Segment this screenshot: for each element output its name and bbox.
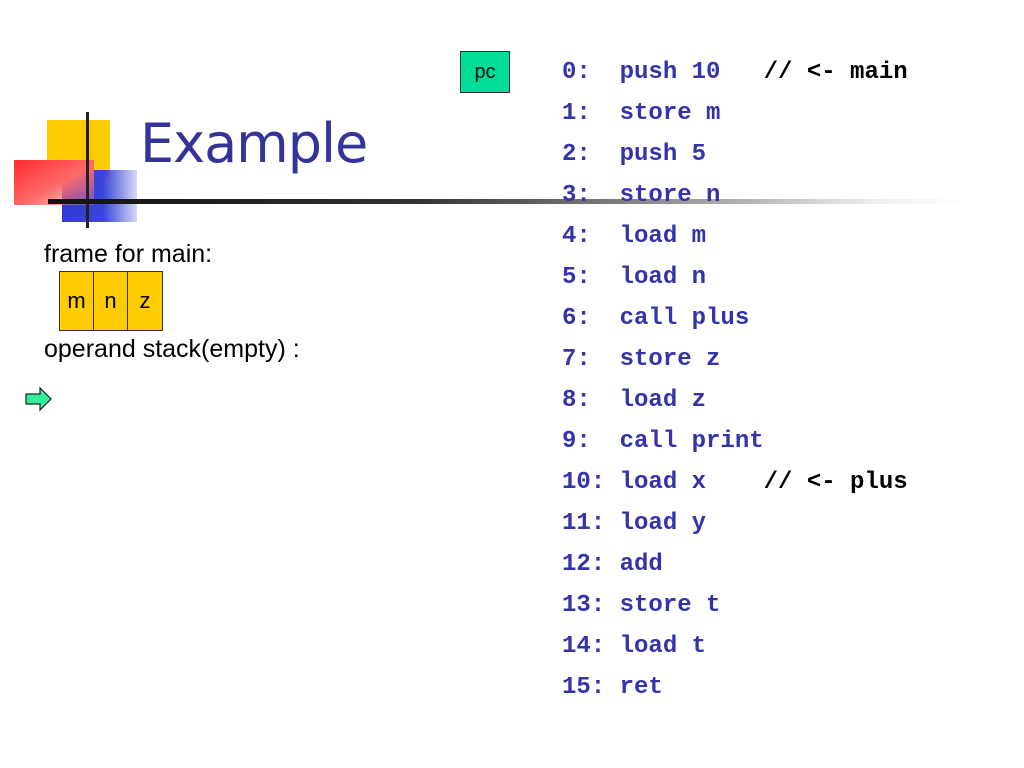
code-line: 3: store n xyxy=(562,175,908,216)
code-address: 15: xyxy=(562,674,620,701)
code-instruction: store z xyxy=(619,346,721,373)
code-line: 0: push 10 // <- main xyxy=(562,52,908,93)
code-line: 10: load x // <- plus xyxy=(562,462,908,503)
code-instruction: store m xyxy=(619,100,721,127)
frame-label: frame for main: xyxy=(44,240,213,268)
logo-vertical-line xyxy=(86,112,89,228)
frame-cell-n: n xyxy=(94,272,128,330)
operand-stack-label: operand stack(empty) : xyxy=(44,335,300,363)
code-line: 1: store m xyxy=(562,93,908,134)
code-address: 14: xyxy=(562,633,620,660)
code-line: 13: store t xyxy=(562,585,908,626)
code-instruction: store t xyxy=(619,592,721,619)
code-instruction: load z xyxy=(619,387,707,414)
code-address: 10: xyxy=(562,469,620,496)
code-line: 8: load z xyxy=(562,380,908,421)
pc-box: pc xyxy=(460,51,510,93)
code-comment: // <- main xyxy=(763,59,908,86)
frame-cell-m: m xyxy=(60,272,94,330)
code-line: 2: push 5 xyxy=(562,134,908,175)
code-address: 13: xyxy=(562,592,620,619)
code-instruction: ret xyxy=(619,674,663,701)
code-address: 4: xyxy=(562,223,620,250)
code-line: 7: store z xyxy=(562,339,908,380)
code-line: 4: load m xyxy=(562,216,908,257)
code-line: 6: call plus xyxy=(562,298,908,339)
code-address: 0: xyxy=(562,59,620,86)
code-instruction: store n xyxy=(619,182,721,209)
code-instruction: load x xyxy=(619,469,764,496)
title-underline xyxy=(48,199,968,204)
code-instruction: call plus xyxy=(619,305,750,332)
frame-cell-z: z xyxy=(128,272,162,330)
code-address: 6: xyxy=(562,305,620,332)
right-arrow-icon xyxy=(25,386,52,412)
code-instruction: push 5 xyxy=(619,141,707,168)
code-line: 12: add xyxy=(562,544,908,585)
code-address: 9: xyxy=(562,428,620,455)
code-line: 9: call print xyxy=(562,421,908,462)
code-instruction: load y xyxy=(619,510,707,537)
code-address: 5: xyxy=(562,264,620,291)
code-instruction: call print xyxy=(619,428,764,455)
code-address: 2: xyxy=(562,141,620,168)
code-address: 1: xyxy=(562,100,620,127)
code-line: 5: load n xyxy=(562,257,908,298)
code-instruction: push 10 xyxy=(619,59,764,86)
code-address: 12: xyxy=(562,551,620,578)
code-instruction: load m xyxy=(619,223,707,250)
main-frame: m n z xyxy=(59,271,163,331)
logo-red-square xyxy=(14,160,94,205)
code-address: 3: xyxy=(562,182,620,209)
code-comment: // <- plus xyxy=(763,469,908,496)
code-instruction: load n xyxy=(619,264,707,291)
slide-title: Example xyxy=(140,112,368,175)
code-address: 11: xyxy=(562,510,620,537)
code-address: 8: xyxy=(562,387,620,414)
code-instruction: load t xyxy=(619,633,707,660)
code-line: 11: load y xyxy=(562,503,908,544)
code-address: 7: xyxy=(562,346,620,373)
code-instruction: add xyxy=(619,551,663,578)
code-line: 15: ret xyxy=(562,667,908,708)
code-line: 14: load t xyxy=(562,626,908,667)
